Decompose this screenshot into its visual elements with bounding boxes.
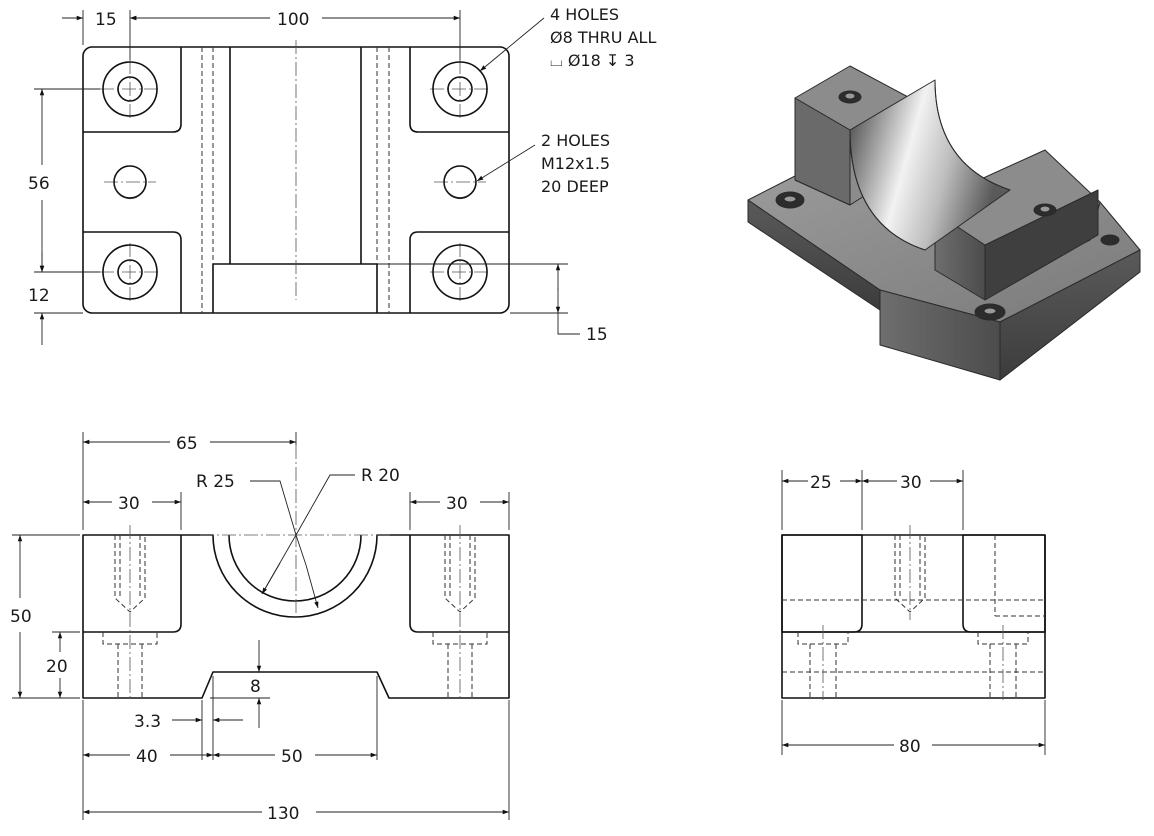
note-line: ⌴ Ø18 ↧ 3 <box>550 51 635 70</box>
hidden-counterbore <box>102 632 158 698</box>
dim-20: 20 <box>46 631 80 698</box>
dim-25-label: 25 <box>810 473 832 493</box>
top-view-pad-br <box>409 231 509 313</box>
dim-65: 65 <box>82 432 297 530</box>
note-threaded-holes: 2 HOLES M12x1.5 20 DEEP <box>476 131 610 196</box>
dim-r25: R 25 <box>196 472 297 595</box>
dim-30-left: 30 <box>83 492 182 530</box>
front-view-outline <box>82 534 510 699</box>
dim-r20-label: R 20 <box>361 466 400 486</box>
dim-25: 25 <box>781 470 863 530</box>
top-view-pad-tl <box>83 47 182 133</box>
iso-hole <box>775 191 805 209</box>
note-line: 2 HOLES <box>541 131 610 150</box>
dim-56: 56 <box>28 88 100 273</box>
dim-15-right-label: 15 <box>586 325 608 345</box>
dim-12: 12 <box>28 252 83 345</box>
note-line: 4 HOLES <box>550 5 619 24</box>
dim-8-label: 8 <box>250 677 261 697</box>
counterbore-hole <box>432 61 488 117</box>
hidden-threaded-hole <box>114 535 146 613</box>
front-view-pad-right <box>409 535 509 633</box>
dim-130-label: 130 <box>267 804 299 824</box>
dim-15-right: 15 <box>377 263 608 345</box>
note-mounting-holes: 4 HOLES Ø8 THRU ALL ⌴ Ø18 ↧ 3 <box>479 5 656 72</box>
dim-65-label: 65 <box>176 434 198 454</box>
hidden-counterbore <box>432 632 488 698</box>
counterbore-hole <box>102 244 158 300</box>
note-line: 20 DEEP <box>541 177 609 196</box>
dim-30-left-label: 30 <box>118 494 140 514</box>
iso-hole <box>1033 203 1057 217</box>
dim-130: 130 <box>83 700 510 824</box>
threaded-hole <box>113 165 147 200</box>
side-view-left-upright <box>781 534 863 633</box>
top-view-groove <box>212 263 378 313</box>
dim-3-3: 3.3 <box>134 676 243 760</box>
side-view-right-upright <box>962 534 1046 633</box>
dim-80-label: 80 <box>899 737 921 757</box>
dim-30-side: 30 <box>862 470 964 530</box>
front-view-inner-arc <box>228 534 362 602</box>
note-line: Ø8 THRU ALL <box>550 28 656 47</box>
dim-15-top: 15 <box>62 10 151 60</box>
dim-100-label: 100 <box>277 10 309 30</box>
dim-r25-label: R 25 <box>196 472 235 492</box>
counterbore-hole <box>102 61 158 117</box>
threaded-hole <box>443 165 477 200</box>
dim-40-label: 40 <box>136 747 158 767</box>
dim-30-side-label: 30 <box>900 473 922 493</box>
side-view: 25 30 80 <box>781 470 1046 757</box>
dim-40: 40 <box>82 700 213 820</box>
hidden-threaded-hole <box>444 535 476 613</box>
dim-30-right: 30 <box>409 492 510 530</box>
dim-r20: R 20 <box>295 466 400 609</box>
top-view-pad-bl <box>83 231 182 313</box>
top-view: 15 100 56 12 15 <box>28 5 656 345</box>
dim-15-top-label: 15 <box>95 10 117 30</box>
dim-8: 8 <box>210 640 270 728</box>
dim-50-height: 50 <box>10 534 80 699</box>
dim-50-width-label: 50 <box>281 747 303 767</box>
iso-hole <box>974 303 1006 321</box>
iso-hole <box>1100 234 1120 246</box>
dim-50-width: 50 <box>213 676 378 767</box>
iso-hole <box>838 90 862 104</box>
dim-3-3-label: 3.3 <box>134 712 161 732</box>
front-view-pad-left <box>83 535 182 633</box>
note-line: M12x1.5 <box>541 154 610 173</box>
dim-50-height-label: 50 <box>10 607 32 627</box>
dim-80: 80 <box>781 700 1046 757</box>
dim-20-label: 20 <box>46 657 68 677</box>
top-view-pad-tr <box>409 47 509 133</box>
dim-30-right-label: 30 <box>446 494 468 514</box>
isometric-view <box>747 65 1141 381</box>
hidden-threaded-hole <box>894 535 926 613</box>
dim-56-label: 56 <box>28 174 50 194</box>
dim-12-label: 12 <box>28 286 50 306</box>
counterbore-hole <box>432 244 488 300</box>
front-view: R 25 R 20 65 30 30 <box>10 432 510 824</box>
dim-100: 100 <box>130 10 461 60</box>
